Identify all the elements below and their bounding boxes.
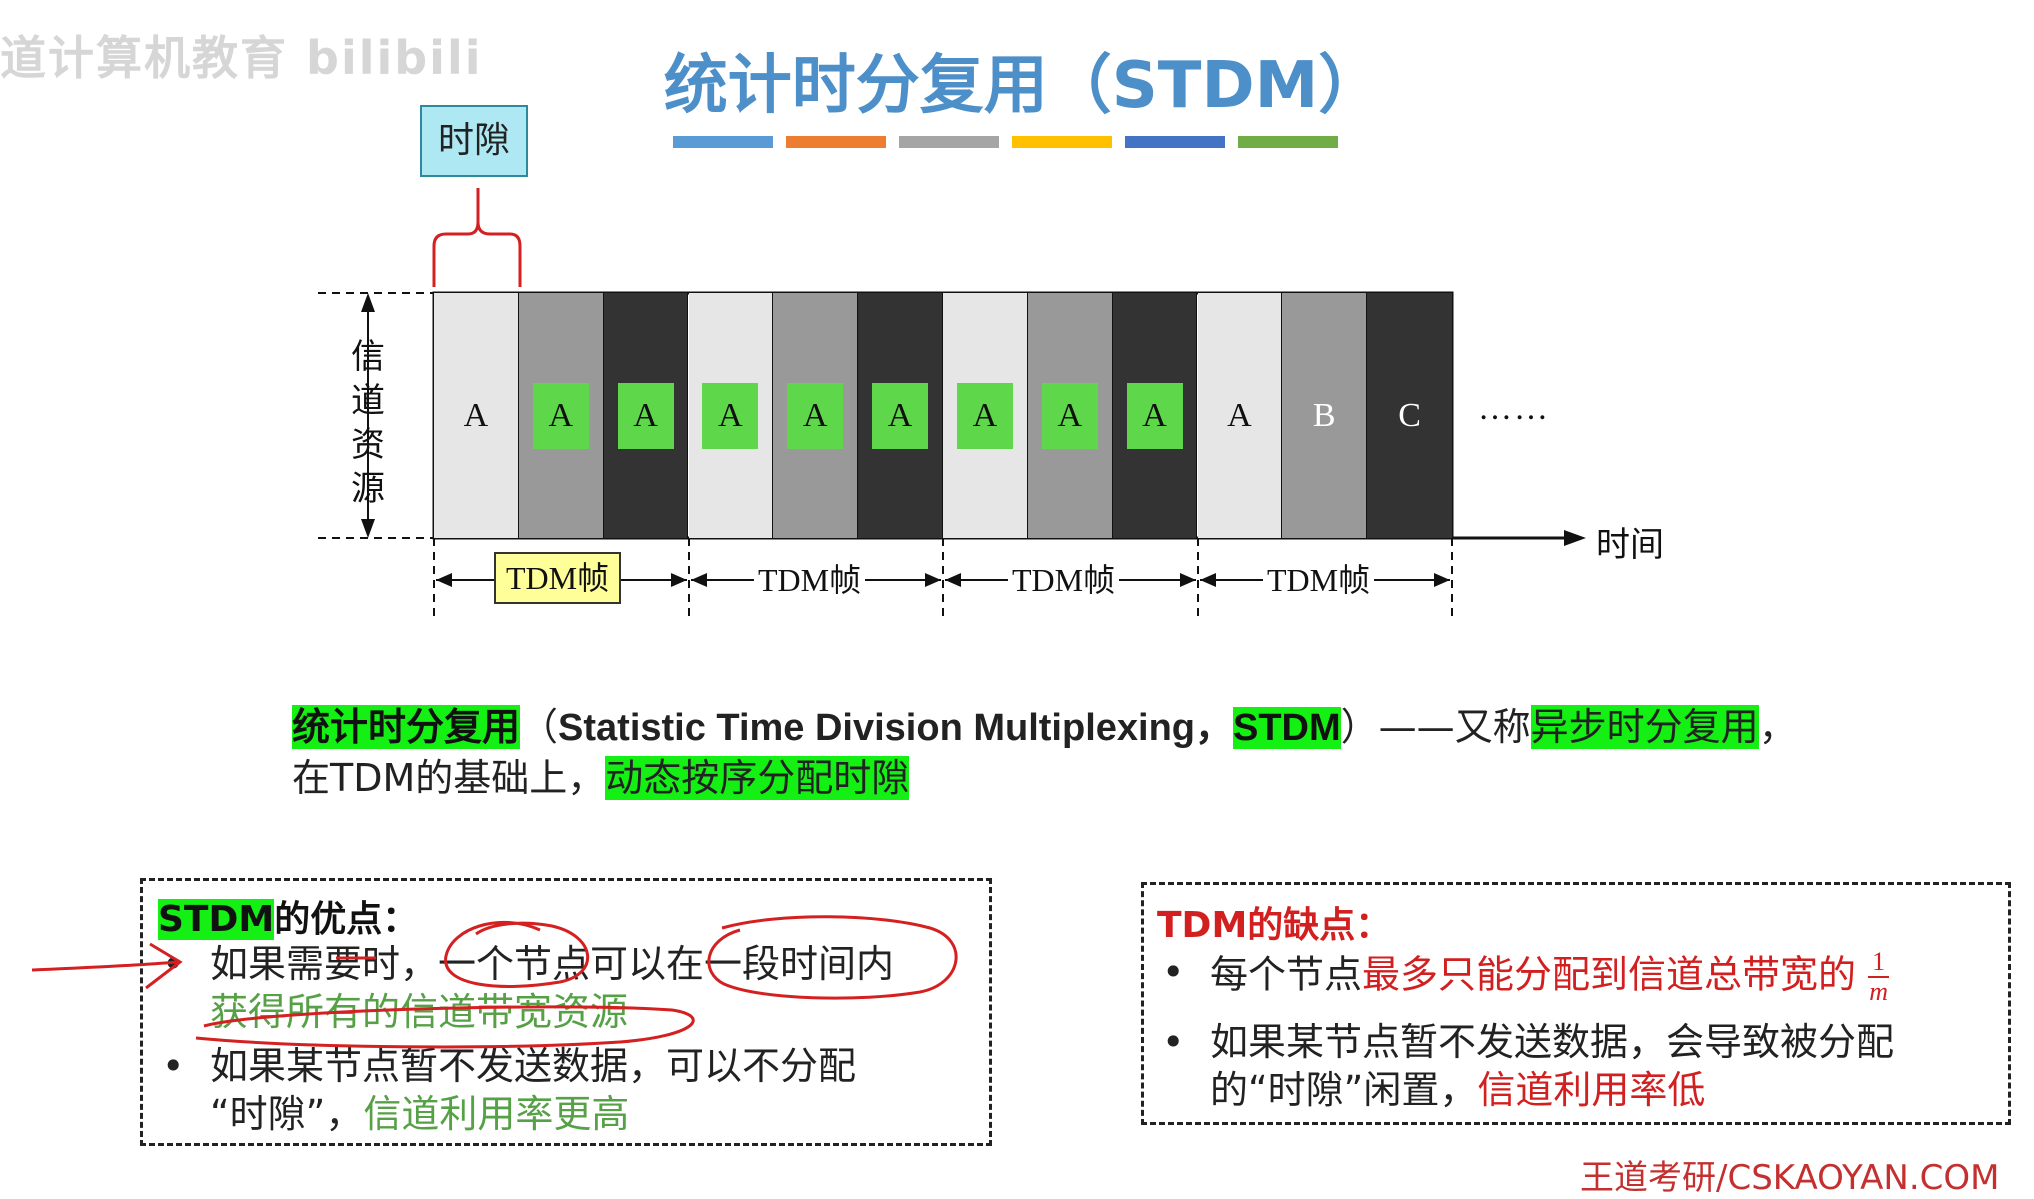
stdm-definition: 统计时分复用（Statistic Time Division Multiplex…: [292, 702, 1842, 803]
slot-label: A: [1041, 382, 1098, 449]
english-term: Statistic Time Division Multiplexing，: [558, 707, 1233, 749]
slot-label: A: [1126, 382, 1183, 449]
abbr-highlight: STDM: [1233, 707, 1341, 749]
time-slot: A: [943, 293, 1028, 538]
resource-axis-up-arrow: [361, 293, 375, 312]
time-slot: A: [688, 293, 774, 538]
video-watermark: 道计算机教育 bilibili: [0, 31, 483, 85]
time-slot: A: [858, 293, 943, 538]
slot-label: B: [1312, 396, 1336, 434]
advantage-item-2: • 如果某节点暂不发送数据，可以不分配 “时隙”，信道利用率更高: [162, 1044, 857, 1136]
color-bar: [899, 136, 999, 148]
tdm-frame-label: TDM帧: [1263, 560, 1375, 600]
dynamic-allocation-highlight: 动态按序分配时隙: [605, 756, 910, 800]
time-slot: B: [1282, 293, 1368, 538]
ellipsis: ……: [1478, 390, 1550, 427]
time-slot: A: [1112, 293, 1198, 538]
advantages-box: [140, 878, 992, 1146]
time-slot: A: [773, 293, 859, 538]
slot-label: A: [1227, 396, 1252, 434]
disadvantages-box: [1141, 882, 2011, 1125]
slot-label-box: 时隙: [420, 105, 528, 177]
tdm-frame-label: TDM帧: [494, 552, 622, 604]
time-slot: A: [1197, 293, 1283, 538]
time-slot: A: [518, 293, 604, 538]
color-bar: [1125, 136, 1225, 148]
alias-highlight: 异步时分复用: [1530, 705, 1759, 749]
advantage-item-1: • 如果需要时，一个节点可以在一段时间内 获得所有的信道带宽资源: [162, 942, 895, 1034]
time-slot: C: [1367, 293, 1452, 538]
time-slot: A: [603, 293, 689, 538]
disadvantages-title: TDM的缺点：: [1157, 905, 1392, 946]
advantages-title: STDM的优点：: [158, 899, 419, 940]
color-bar-strip: [673, 136, 1338, 148]
color-bar: [673, 136, 773, 148]
slot-label: A: [787, 382, 844, 449]
slot-label: A: [956, 382, 1013, 449]
slot-label: A: [702, 382, 759, 449]
color-bar: [786, 136, 886, 148]
tdm-frame-label: TDM帧: [754, 560, 866, 600]
slot-label: A: [617, 382, 674, 449]
time-axis-label: 时间: [1596, 525, 1664, 565]
slide-title: 统计时分复用（STDM）: [663, 49, 1383, 123]
color-bar: [1238, 136, 1338, 148]
color-bar: [1012, 136, 1112, 148]
term-highlight: 统计时分复用: [292, 705, 521, 749]
definition-line-2: 在TDM的基础上，动态按序分配时隙: [292, 756, 910, 800]
resource-axis-down-arrow: [361, 519, 375, 538]
time-slot: A: [1027, 293, 1113, 538]
slot-bracket: [432, 188, 522, 287]
time-axis-arrow: [1564, 530, 1586, 546]
definition-line-1: 统计时分复用（Statistic Time Division Multiplex…: [292, 705, 1797, 749]
slot-label: A: [463, 396, 489, 434]
time-slot: A: [434, 293, 519, 538]
channel-resource-label: 信道资源: [351, 337, 385, 509]
footer-watermark: 王道考研/CSKAOYAN.COM: [1580, 1158, 2000, 1198]
slot-label: A: [532, 382, 589, 449]
disadvantage-item-2: • 如果某节点暂不发送数据，会导致被分配 的“时隙”闲置，信道利用率低: [1162, 1020, 1895, 1112]
slot-label: A: [872, 382, 929, 449]
tdm-frame-label: TDM帧: [1008, 560, 1120, 600]
slot-label: C: [1398, 396, 1421, 434]
